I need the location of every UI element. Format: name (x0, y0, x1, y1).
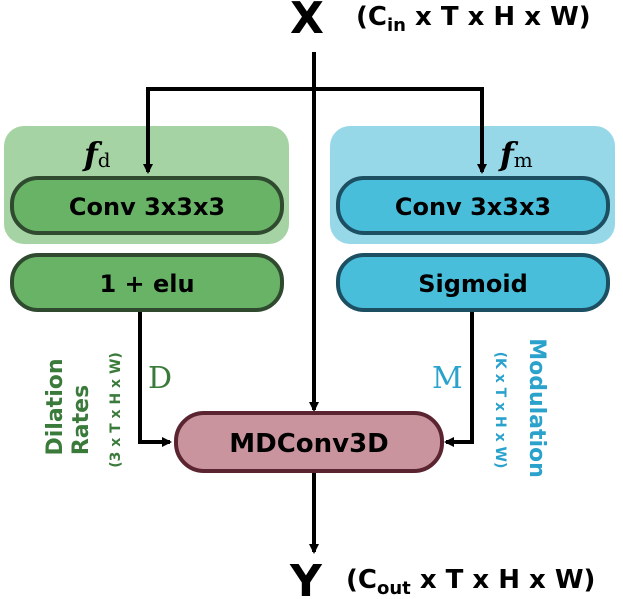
modulation-title: Modulation (524, 338, 549, 478)
right-conv-label: Conv 3x3x3 (395, 193, 551, 221)
dilation-symbol: D (148, 361, 172, 396)
left-activation-label: 1 + elu (99, 270, 194, 298)
left-function-label: fd (82, 135, 111, 173)
input-shape: (Cin x T x H x W) (356, 2, 591, 36)
arrow-dilation-to-mdconv (138, 311, 172, 447)
dilation-shape: (3 x T x H x W) (108, 352, 124, 468)
right-activation-label: Sigmoid (418, 270, 528, 298)
left-conv-label: Conv 3x3x3 (69, 193, 225, 221)
mdconv3d-label: MDConv3D (229, 429, 389, 459)
dilation-title: Dilation (43, 358, 68, 455)
modulation-symbol: M (432, 361, 463, 396)
modulation-shape: (K x T x H x W) (492, 352, 508, 469)
output-symbol: Y (289, 556, 323, 599)
mdconv3d-box (174, 411, 444, 473)
rates-title: Rates (69, 385, 94, 455)
left-conv-box (10, 176, 284, 235)
right-activation-box (336, 253, 610, 312)
left-activation-box (10, 253, 284, 312)
output-shape: (Cout x T x H x W) (346, 565, 595, 599)
input-symbol: X (290, 0, 324, 44)
arrow-modulation-to-mdconv (444, 311, 474, 447)
right-function-label: fm (498, 135, 533, 173)
right-conv-box (336, 176, 610, 235)
